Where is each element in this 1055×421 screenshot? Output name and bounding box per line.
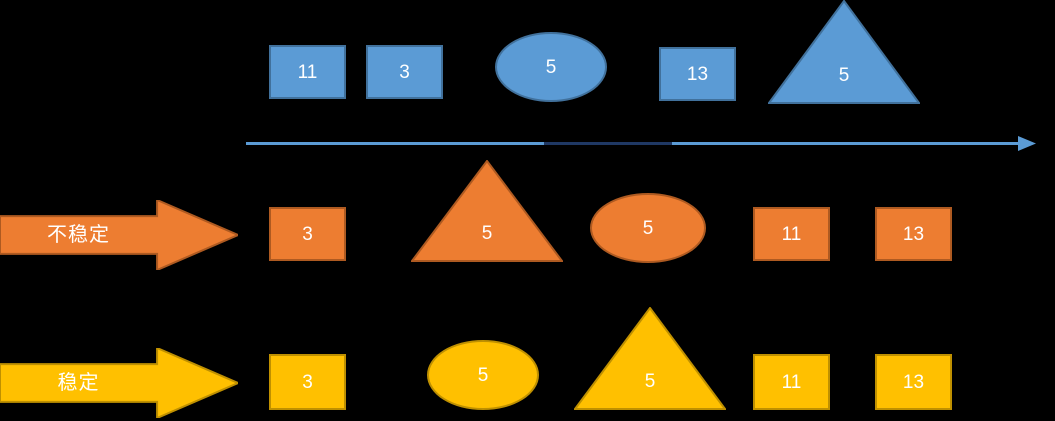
stable-arrow: 稳定 [0,348,238,418]
stable-rect-3: 3 [269,354,346,410]
timeline-arrow [246,134,1036,154]
original-rect-11: 11 [269,45,346,99]
unstable-ellipse-5: 5 [590,193,706,263]
original-ellipse-5: 5 [495,32,607,102]
unstable-rect-11: 11 [753,207,830,261]
unstable-arrow: 不稳定 [0,200,238,270]
original-rect-13: 13 [659,47,736,101]
original-rect-3: 3 [366,45,443,99]
original-triangle-5: 5 [768,0,920,104]
unstable-rect-3: 3 [269,207,346,261]
stable-rect-11: 11 [753,354,830,410]
unstable-triangle-5: 5 [411,160,563,262]
unstable-rect-13: 13 [875,207,952,261]
stable-ellipse-5: 5 [427,340,539,410]
stable-rect-13: 13 [875,354,952,410]
stable-triangle-5: 5 [574,307,726,410]
